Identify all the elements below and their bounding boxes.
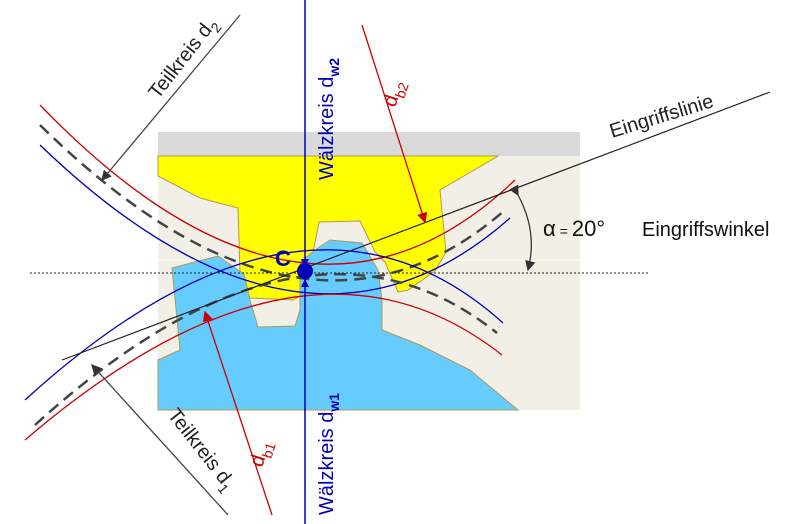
eingriffslinie-label: Eingriffslinie [607,90,716,142]
pitch-point [297,263,313,279]
angle-arc [509,184,536,272]
reference-circle-lower [34,272,498,426]
d2-pointer [101,14,241,181]
base-circle-upper [39,104,516,265]
teilkreis-d1-label: Teilkreis d1 [160,405,240,497]
alpha-label: α=20° [543,216,605,241]
db1-label: db1 [246,437,279,471]
line-of-action [61,91,771,361]
teilkreis-d2-label: Teilkreis d2 [145,13,225,105]
waelzkreis-dw1-label: Wälzkreis dw1 [316,393,342,515]
db2-label: db2 [379,77,412,111]
d1-pointer [91,364,229,516]
pitch-circle-upper [39,144,511,295]
base-circle-lower [24,293,503,441]
db2-pointer [361,24,428,224]
reference-circle-upper [39,124,506,282]
waelzkreis-dw2-label: Wälzkreis dw2 [316,58,342,180]
gray-band [158,132,580,156]
pitch-point-label: C [275,246,291,271]
db1-pointer [202,310,273,516]
eingriffswinkel-label: Eingriffswinkel [642,219,769,241]
pitch-circle-lower [24,249,504,401]
